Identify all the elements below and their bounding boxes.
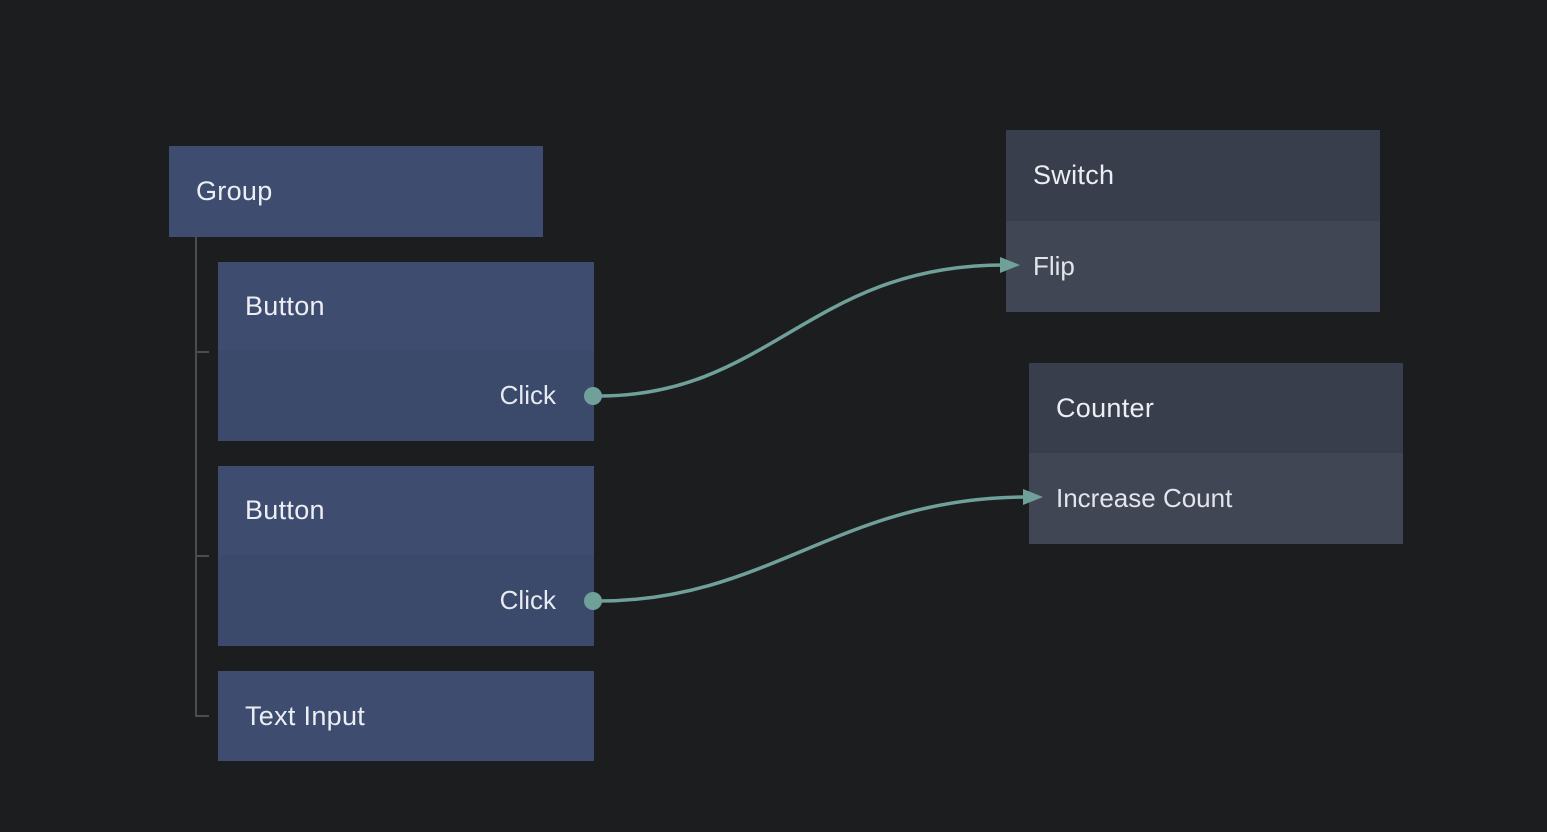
node-button-2-click-event-label: Click [499,585,556,615]
node-group-title: Group [196,176,273,206]
node-button-1-title: Button [245,290,325,321]
node-text-input-title: Text Input [245,700,366,731]
wire-button2-click-to-counter-increase[interactable] [598,489,1043,603]
tree-tick [195,555,209,557]
node-switch[interactable]: Switch Flip [1006,130,1380,312]
node-text-input[interactable]: Text Input [218,671,594,761]
node-counter-increase-action[interactable]: Increase Count [1056,483,1233,513]
wire-button1-click-to-switch-flip[interactable] [598,257,1020,398]
output-port-button-1-click[interactable] [584,387,602,405]
node-group[interactable]: Group [169,146,543,237]
node-button-1[interactable]: Button Click [218,262,594,441]
node-button-2-title: Button [245,495,325,525]
node-button-1-click-event-label: Click [499,380,556,410]
tree-tick [195,351,209,353]
node-switch-flip-action[interactable]: Flip [1033,251,1075,281]
node-counter[interactable]: Counter Increase Count [1029,363,1403,544]
node-counter-title: Counter [1056,392,1155,423]
tree-tick [195,715,209,717]
tree-vertical-line [195,237,197,716]
node-switch-title: Switch [1033,160,1115,190]
node-button-2[interactable]: Button Click [218,466,594,646]
output-port-button-2-click[interactable] [584,592,602,610]
